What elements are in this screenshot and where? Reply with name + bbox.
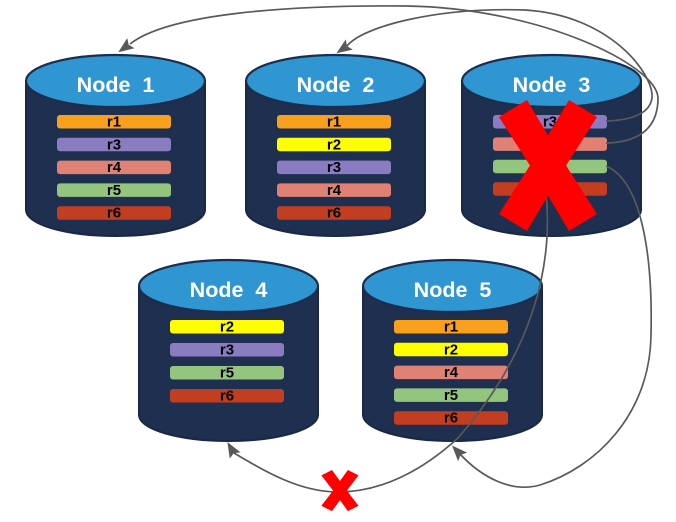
svg-text:r6: r6	[220, 388, 234, 405]
svg-text:r6: r6	[327, 205, 341, 222]
svg-text:r4: r4	[444, 364, 459, 381]
svg-text:r5: r5	[444, 387, 458, 404]
svg-text:Node 1: Node 1	[77, 73, 155, 97]
svg-text:Node 4: Node 4	[190, 278, 268, 302]
svg-text:r3: r3	[220, 342, 234, 359]
svg-text:r3: r3	[327, 159, 341, 176]
svg-text:r3: r3	[107, 136, 121, 153]
svg-text:r1: r1	[444, 319, 458, 336]
svg-text:r6: r6	[444, 410, 458, 427]
svg-text:r4: r4	[107, 159, 122, 176]
svg-text:r4: r4	[327, 182, 342, 199]
svg-text:r5: r5	[107, 182, 121, 199]
svg-text:Node 5: Node 5	[414, 278, 492, 302]
svg-text:Node 2: Node 2	[297, 73, 375, 97]
svg-text:r2: r2	[327, 136, 341, 153]
svg-text:r2: r2	[220, 319, 234, 336]
svg-text:r2: r2	[444, 341, 458, 358]
svg-text:r5: r5	[220, 365, 234, 382]
svg-text:r1: r1	[107, 114, 121, 131]
svg-text:Node 3: Node 3	[513, 73, 591, 97]
svg-text:r6: r6	[107, 205, 121, 222]
svg-text:r1: r1	[327, 114, 341, 131]
